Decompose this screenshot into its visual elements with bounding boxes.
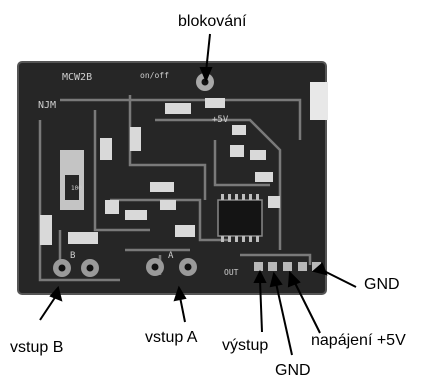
pcb-edge-light bbox=[310, 82, 328, 120]
output-pads bbox=[254, 262, 321, 271]
pad-a-marking: A bbox=[168, 251, 174, 261]
plus5v-marking: +5V bbox=[212, 115, 229, 125]
label-gnd-right: GND bbox=[364, 276, 400, 293]
label-input-b: vstup B bbox=[10, 339, 63, 356]
pad-b-marking: B bbox=[70, 251, 75, 261]
label-output: výstup bbox=[222, 337, 268, 354]
label-supply: napájení +5V bbox=[311, 332, 406, 349]
board-model-marking: MCW2B bbox=[62, 72, 92, 83]
input-a-pads bbox=[146, 258, 197, 276]
out-marking: OUT bbox=[224, 268, 239, 277]
label-gnd-bottom: GND bbox=[275, 362, 311, 379]
pcb-traces bbox=[38, 95, 312, 282]
callout-arrows bbox=[39, 33, 357, 356]
logo-marking: NJM bbox=[38, 100, 56, 111]
smd-components bbox=[40, 98, 280, 245]
input-b-pads bbox=[53, 259, 99, 277]
label-blocking: blokování bbox=[178, 13, 247, 30]
onoff-marking: on/off bbox=[140, 71, 169, 80]
ic-chip bbox=[217, 194, 263, 242]
label-input-a: vstup A bbox=[145, 329, 198, 346]
small-marking: 100 bbox=[71, 185, 82, 192]
